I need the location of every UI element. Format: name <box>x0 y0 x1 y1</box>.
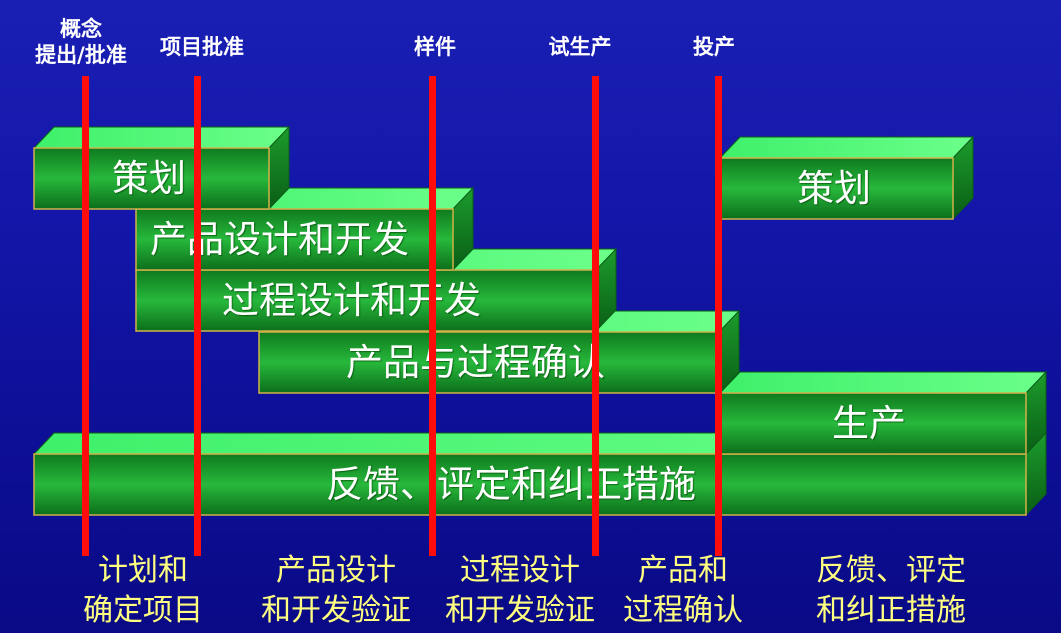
bar-label-process-design: 过程设计和开发 <box>222 279 481 322</box>
phase-label-line: 和纠正措施 <box>816 593 966 628</box>
phase-label-validate: 产品和 过程确认 <box>608 551 758 631</box>
milestone-label-concept: 概念 提出/批准 <box>22 16 140 68</box>
bar-label-planning-1: 策划 <box>112 157 186 200</box>
phase-label-line: 和开发验证 <box>261 593 411 628</box>
phase-label-line: 反馈、评定 <box>816 553 966 588</box>
bar-validation <box>257 309 741 395</box>
phase-label-line: 确定项目 <box>83 593 203 628</box>
bar-planning-1 <box>32 125 291 211</box>
phase-label-line: 过程确认 <box>623 593 743 628</box>
milestone-label-line: 样件 <box>414 35 456 59</box>
milestone-line-prototype <box>429 76 436 556</box>
phase-label-line: 和开发验证 <box>445 593 595 628</box>
phase-label-product: 产品设计 和开发验证 <box>246 551 426 631</box>
phase-label-plan: 计划和 确定项目 <box>68 551 218 631</box>
milestone-line-launch <box>715 76 722 556</box>
milestone-label-prototype: 样件 <box>400 34 470 60</box>
phase-label-process: 过程设计 和开发验证 <box>430 551 610 631</box>
milestone-label-project-approval: 项目批准 <box>146 34 258 60</box>
bar-label-planning-2: 策划 <box>797 167 871 210</box>
milestone-label-line: 项目批准 <box>160 35 244 59</box>
milestone-label-line: 概念 <box>60 17 102 41</box>
milestone-label-line: 投产 <box>693 35 735 59</box>
milestone-line-project-approval <box>194 76 201 556</box>
bar-label-production: 生产 <box>832 402 906 445</box>
bar-planning-2 <box>718 135 975 221</box>
phase-label-line: 产品设计 <box>276 553 396 588</box>
phase-label-feedback: 反馈、评定 和纠正措施 <box>796 551 986 631</box>
phase-label-line: 产品和 <box>638 553 728 588</box>
bar-label-product-design: 产品设计和开发 <box>150 218 409 261</box>
milestone-label-line: 提出/批准 <box>35 43 127 67</box>
milestone-label-line: 试生产 <box>548 35 612 59</box>
phase-label-line: 计划和 <box>98 553 188 588</box>
bar-label-validation: 产品与过程确认 <box>346 341 605 384</box>
milestone-label-trial-production: 试生产 <box>535 34 625 60</box>
milestone-line-concept <box>82 76 89 556</box>
bar-production <box>718 370 1048 456</box>
milestone-line-trial-production <box>592 76 599 556</box>
phase-label-line: 过程设计 <box>460 553 580 588</box>
bar-label-feedback: 反馈、评定和纠正措施 <box>326 463 696 506</box>
milestone-label-launch: 投产 <box>682 34 746 60</box>
